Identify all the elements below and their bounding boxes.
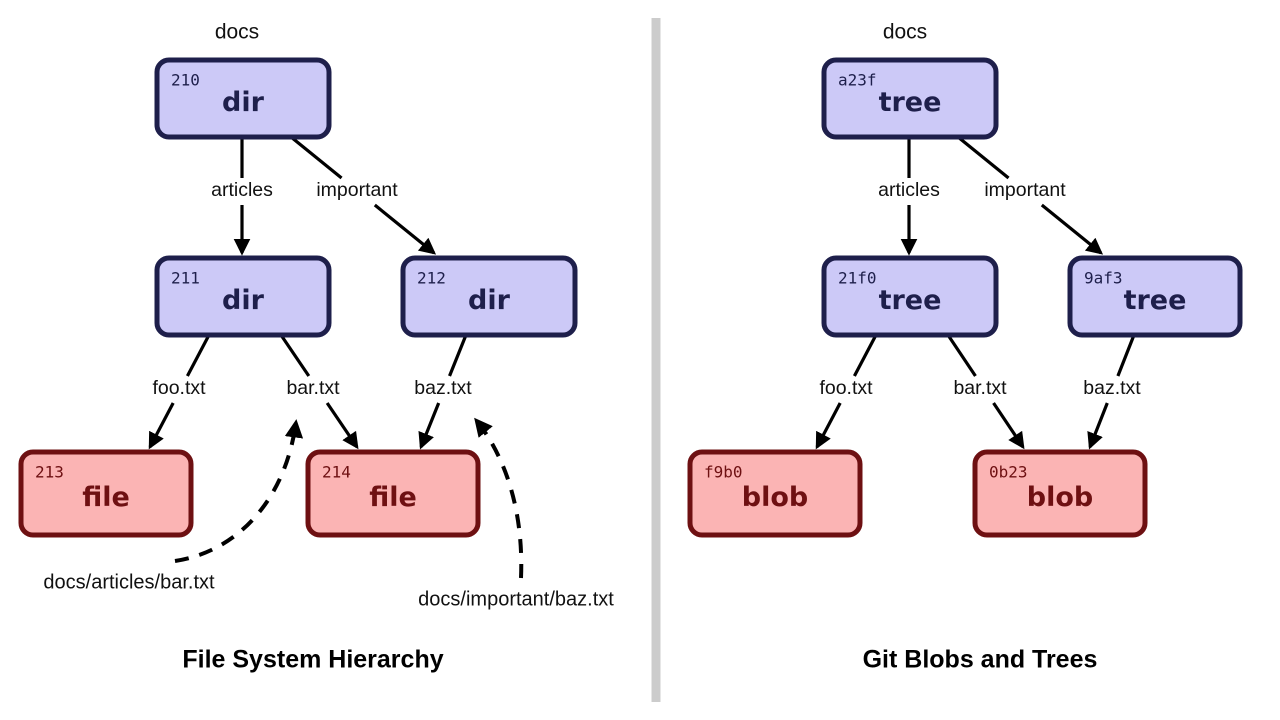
node-tree-21f0-box[interactable] bbox=[821, 255, 999, 338]
right-edge-foo-segment-top bbox=[852, 334, 878, 377]
nodes-layer: 210dir211dir212dir213file214filea23ftree… bbox=[18, 57, 1243, 538]
left-node-dir-211[interactable]: 211 dir bbox=[154, 255, 332, 338]
left-edge-articles-label: articles bbox=[211, 179, 273, 201]
node-file-213-id: 213 bbox=[35, 463, 64, 482]
right-edge-bar-segment-bottom bbox=[992, 402, 1025, 450]
left-edge-bar-segment-top bbox=[279, 334, 311, 377]
edges-layer bbox=[148, 135, 1136, 579]
node-tree-21f0-type: tree bbox=[879, 285, 942, 316]
left-edge-bar-segment-bottom bbox=[325, 402, 359, 450]
left-edge-foo-label: foo.txt bbox=[152, 377, 206, 399]
node-tree-a23f-type: tree bbox=[879, 87, 942, 118]
right-panel-title: Git Blobs and Trees bbox=[863, 646, 1098, 674]
left-edge-baz-label: baz.txt bbox=[414, 377, 472, 399]
right-edge-important-segment-top bbox=[956, 135, 1010, 180]
right-edge-bar-segment-top bbox=[946, 334, 977, 377]
node-blob-f9b0-type: blob bbox=[742, 482, 808, 513]
node-blob-0b23-id: 0b23 bbox=[989, 463, 1028, 482]
node-dir-212-box[interactable] bbox=[400, 255, 578, 338]
right-edge-foo-label: foo.txt bbox=[819, 377, 873, 399]
node-tree-9af3-box[interactable] bbox=[1067, 255, 1243, 338]
left-root-label: docs bbox=[215, 21, 259, 44]
right-edge-important-segment-bottom bbox=[1040, 203, 1104, 255]
node-file-213-box[interactable] bbox=[18, 449, 194, 538]
node-dir-210-box[interactable] bbox=[154, 57, 332, 140]
node-blob-f9b0-id: f9b0 bbox=[704, 463, 743, 482]
node-tree-9af3-id: 9af3 bbox=[1084, 269, 1123, 288]
right-edge-baz-segment-bottom bbox=[1087, 402, 1109, 450]
node-dir-211-type: dir bbox=[222, 285, 265, 316]
node-file-214-id: 214 bbox=[322, 463, 351, 482]
left-annotation-important-baz-label: docs/important/baz.txt bbox=[418, 588, 614, 610]
node-blob-0b23-box[interactable] bbox=[972, 449, 1148, 538]
node-file-213-type: file bbox=[82, 482, 130, 513]
left-edge-baz-segment-bottom bbox=[418, 402, 441, 450]
left-edge-bar-label: bar.txt bbox=[286, 377, 340, 399]
left-edge-important-segment-top bbox=[289, 135, 343, 180]
left-node-file-213[interactable]: 213 file bbox=[18, 449, 194, 538]
left-edge-baz-segment-top bbox=[448, 334, 468, 377]
right-root-label: docs bbox=[883, 21, 927, 44]
left-node-dir-210[interactable]: 210 dir bbox=[154, 57, 332, 140]
node-file-214-box[interactable] bbox=[305, 449, 481, 538]
left-edge-foo-segment-bottom bbox=[148, 402, 175, 450]
node-dir-211-box[interactable] bbox=[154, 255, 332, 338]
node-dir-210-id: 210 bbox=[171, 71, 200, 90]
node-tree-a23f-id: a23f bbox=[838, 71, 877, 90]
left-edge-foo-segment-top bbox=[185, 334, 211, 377]
node-dir-212-type: dir bbox=[468, 285, 511, 316]
node-blob-0b23-type: blob bbox=[1027, 482, 1093, 513]
node-tree-9af3-type: tree bbox=[1124, 285, 1187, 316]
left-annotation-important-baz-curve bbox=[474, 417, 524, 579]
right-edge-foo-segment-bottom bbox=[815, 402, 842, 450]
left-edge-important-segment-bottom bbox=[373, 203, 437, 255]
node-tree-21f0-id: 21f0 bbox=[838, 269, 877, 288]
node-dir-211-id: 211 bbox=[171, 269, 200, 288]
right-edge-important-label: important bbox=[984, 179, 1066, 201]
right-edge-bar-label: bar.txt bbox=[953, 377, 1007, 399]
node-blob-f9b0-box[interactable] bbox=[687, 449, 863, 538]
labels-layer: articles important foo.txt bar.txt baz.txt do… bbox=[43, 21, 1141, 674]
left-edge-important-label: important bbox=[316, 179, 398, 201]
node-dir-210-type: dir bbox=[222, 87, 265, 118]
node-tree-a23f-box[interactable] bbox=[821, 57, 999, 140]
left-panel-title: File System Hierarchy bbox=[182, 646, 443, 674]
right-edge-baz-segment-top bbox=[1116, 334, 1136, 377]
node-dir-212-id: 212 bbox=[417, 269, 446, 288]
left-annotation-articles-bar-label: docs/articles/bar.txt bbox=[43, 571, 215, 593]
left-node-dir-212[interactable]: 212 dir bbox=[400, 255, 578, 338]
left-node-file-214[interactable]: 214 file bbox=[305, 449, 481, 538]
right-edge-baz-label: baz.txt bbox=[1083, 377, 1141, 399]
node-file-214-type: file bbox=[369, 482, 417, 513]
right-edge-articles-label: articles bbox=[878, 179, 940, 201]
